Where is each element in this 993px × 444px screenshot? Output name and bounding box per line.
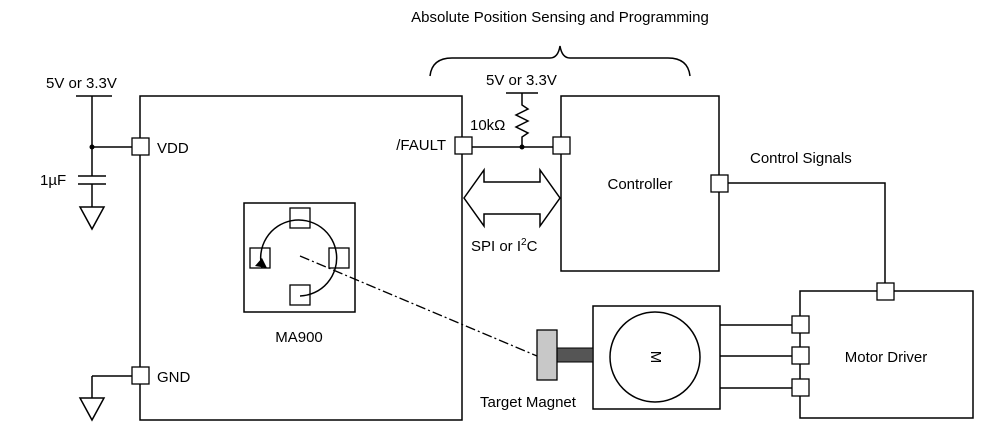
title-label: Absolute Position Sensing and Programmin… [411,9,709,26]
fault-pin-label: /FAULT [396,137,446,154]
motor-driver-block [799,290,974,419]
target-magnet [536,329,558,381]
fault-pin [454,136,473,155]
rotation-arrowhead [255,258,267,268]
fault-junction [519,144,525,150]
vdd-pin [131,137,150,156]
driver-phase-pin-1 [791,315,810,334]
capacitor-label: 1µF [40,172,66,189]
motor-circle [609,311,701,403]
driver-phase-pin-3 [791,378,810,397]
rotation-arrow [259,219,338,297]
chip-label: MA900 [275,329,323,346]
vdd-pin-label: VDD [157,140,189,157]
controller-label: Controller [607,176,672,193]
magnet-axis-line [299,255,538,357]
supply-left-label: 5V or 3.3V [46,75,117,92]
gnd-pin [131,366,150,385]
driver-input-pin [876,282,895,301]
bus-label: SPI or I2C [471,237,538,255]
pullup-resistor [514,93,530,147]
controller-fault-pin [552,136,571,155]
vdd-junction [89,144,95,150]
motor-shaft [556,347,594,363]
controller-output-pin [710,174,729,193]
driver-phase-pin-2 [791,346,810,365]
controller-block [560,95,720,272]
chip-pad-top [289,207,311,229]
title-brace [429,45,691,77]
motor-symbol: M [647,351,664,364]
motor-driver-label: Motor Driver [845,349,928,366]
chip-pad-right [328,247,350,269]
control-signals-wire [728,182,886,283]
target-magnet-label: Target Magnet [480,394,577,411]
gnd-pin-label: GND [157,369,191,386]
ground-symbol-bottom [78,397,106,422]
supply-right-label: 5V or 3.3V [486,72,557,89]
bus-arrow [463,167,561,229]
control-signals-label: Control Signals [750,150,852,167]
resistor-label: 10kΩ [470,117,505,134]
ground-symbol-top [78,206,106,231]
